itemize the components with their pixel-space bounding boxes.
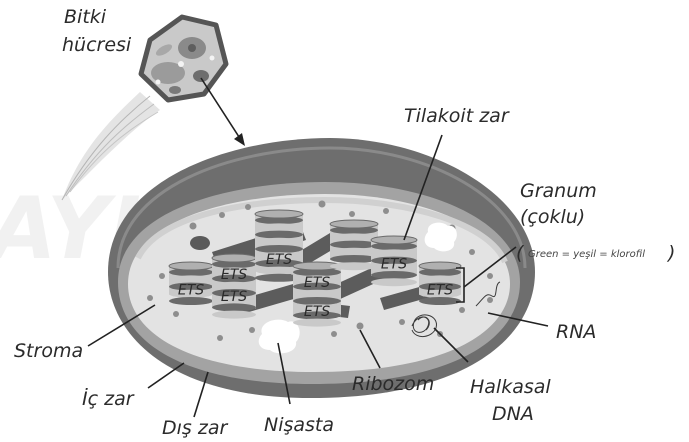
svg-text:): ) — [666, 242, 675, 264]
label-ets: ETS — [381, 256, 407, 272]
label-circular-dna-line2: DNA — [492, 403, 534, 425]
thylakoid-disc — [212, 311, 256, 319]
label-inner-membrane: İç zar — [82, 387, 135, 410]
label-green-note: Green = yeşil = klorofil — [528, 249, 645, 260]
label-thylakoid-membrane: Tilakoit zar — [404, 105, 510, 127]
label-stroma: Stroma — [14, 340, 83, 362]
thylakoid-disc — [371, 278, 417, 286]
thylakoid-disc — [330, 262, 378, 270]
granum-stack: ETS — [169, 262, 213, 305]
label-ets: ETS — [266, 252, 292, 268]
plastoglobule — [190, 236, 210, 250]
thylakoid-disc — [330, 255, 378, 263]
label-granum: Granum — [520, 180, 597, 202]
label-outer-membrane: Dış zar — [162, 417, 228, 439]
label-granum-plural: (çoklu) — [520, 206, 585, 228]
label-starch: Nişasta — [264, 414, 334, 436]
thylakoid-disc — [255, 223, 303, 231]
granum-stack: ETS ETS — [293, 262, 341, 327]
granum-stack: ETS ETS — [212, 254, 256, 319]
label-ribosome: Ribozom — [352, 373, 434, 395]
starch-granule — [425, 223, 457, 252]
label-ets: ETS — [221, 267, 247, 283]
ribosome-pointer-target — [357, 323, 364, 330]
thylakoid-disc — [255, 238, 303, 246]
label-ets: ETS — [304, 275, 330, 291]
label-plant-cell-line2: hücresi — [62, 34, 132, 56]
small-chloroplast-icon — [193, 70, 209, 82]
thylakoid-disc — [330, 241, 378, 249]
label-ets: ETS — [427, 282, 453, 298]
label-circular-dna-line1: Halkasal — [470, 376, 551, 398]
label-ets: ETS — [304, 304, 330, 320]
thylakoid-disc — [255, 231, 303, 239]
label-ets: ETS — [178, 282, 204, 298]
granum-stack: ETS — [419, 262, 461, 305]
label-ets: ETS — [221, 289, 247, 305]
label-plant-cell-line1: Bitki — [64, 6, 107, 28]
zoom-arrow — [201, 78, 241, 140]
thylakoid-disc — [330, 248, 378, 256]
label-rna: RNA — [556, 321, 596, 343]
